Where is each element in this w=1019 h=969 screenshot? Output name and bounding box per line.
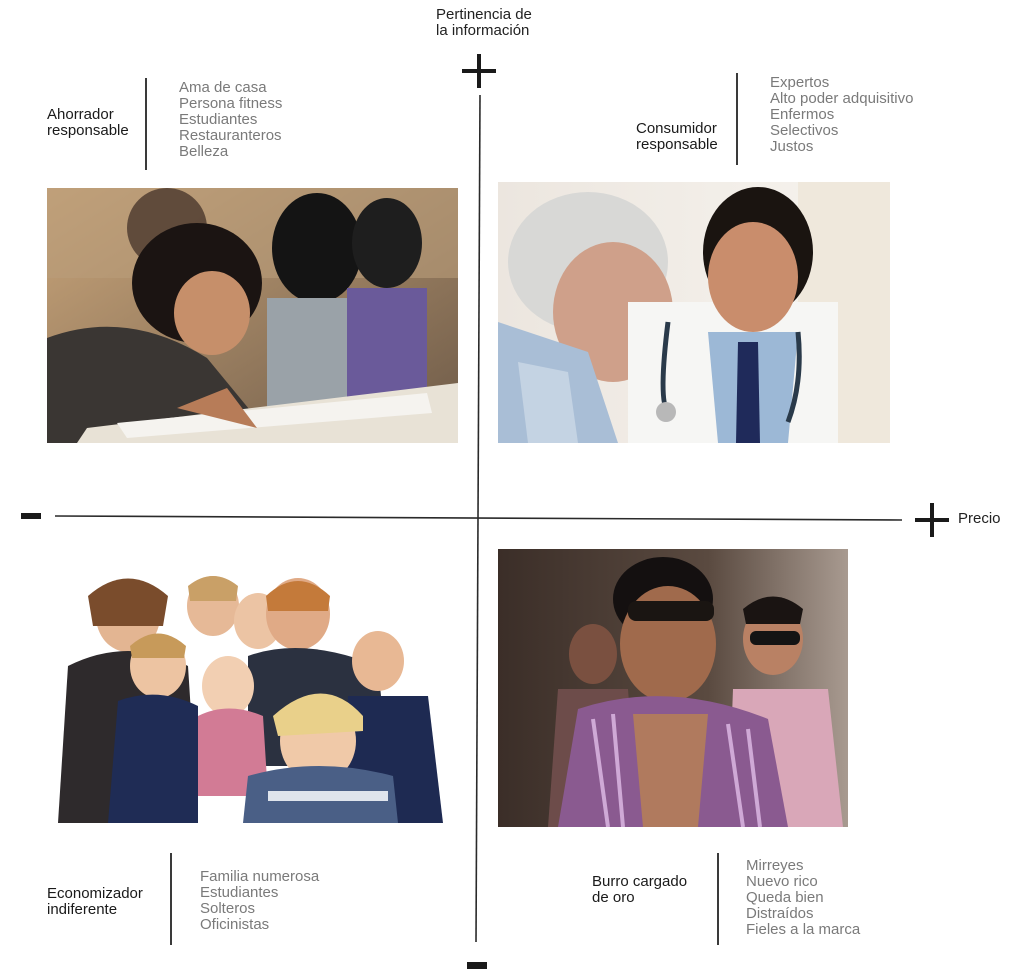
list-item: Distraídos	[746, 905, 814, 922]
segment-list-top-left: Ama de casa Persona fitness Estudiantes …	[179, 80, 282, 160]
y-axis-minus-icon	[467, 962, 487, 969]
list-item: Solteros	[200, 900, 256, 917]
list-item: Restauranteros	[179, 127, 282, 144]
list-item: Enfermos	[770, 106, 835, 123]
list-item: Estudiantes	[200, 884, 279, 901]
list-item: Oficinistas	[200, 916, 270, 933]
segment-title-bottom-left: Economizador indiferente	[47, 886, 143, 918]
list-item: Expertos	[770, 74, 830, 91]
segment-title-top-left: Ahorrador responsable	[47, 107, 129, 139]
list-item: Queda bien	[746, 889, 824, 906]
segment-divider	[736, 73, 738, 165]
x-axis-minus-icon	[21, 513, 41, 519]
y-axis-title-line1: Pertinencia de	[436, 6, 532, 23]
y-axis-plus-icon	[462, 54, 496, 88]
horizontal-axis	[54, 515, 903, 521]
list-item: Familia numerosa	[200, 868, 320, 885]
doctor-patient-photo	[498, 182, 890, 443]
list-item: Fieles a la marca	[746, 921, 861, 938]
segment-title-line1: Consumidor	[636, 120, 717, 137]
list-item: Estudiantes	[179, 111, 258, 128]
segment-title-bottom-right: Burro cargado de oro	[592, 874, 687, 906]
men-sunglasses-photo	[498, 549, 848, 827]
x-axis-plus-icon	[915, 503, 949, 537]
list-item: Alto poder adquisitivo	[770, 90, 914, 107]
segment-divider	[170, 853, 172, 945]
students-photo	[47, 188, 458, 443]
list-item: Nuevo rico	[746, 873, 818, 890]
list-item: Ama de casa	[179, 79, 267, 96]
segment-list-top-right: Expertos Alto poder adquisitivo Enfermos…	[770, 75, 913, 155]
segment-title-line2: indiferente	[47, 901, 118, 918]
segment-divider	[717, 853, 719, 945]
list-item: Justos	[770, 138, 814, 155]
segment-list-bottom-right: Mirreyes Nuevo rico Queda bien Distraído…	[746, 858, 860, 938]
large-family-photo	[48, 566, 457, 823]
segment-title-line1: Burro cargado	[592, 873, 688, 890]
list-item: Mirreyes	[746, 857, 804, 874]
segment-list-bottom-left: Familia numerosa Estudiantes Solteros Of…	[200, 869, 319, 933]
segment-title-line1: Ahorrador	[47, 106, 114, 123]
y-axis-title-line2: la información	[436, 22, 530, 39]
segment-title-line2: responsable	[47, 122, 129, 139]
list-item: Selectivos	[770, 122, 839, 139]
segment-title-line2: responsable	[636, 136, 718, 153]
segment-title-line1: Economizador	[47, 885, 143, 902]
y-axis-title: Pertinencia de la información	[436, 7, 532, 39]
list-item: Persona fitness	[179, 95, 283, 112]
x-axis-title: Precio	[958, 510, 1001, 527]
segment-title-top-right: Consumidor responsable	[636, 121, 718, 153]
segment-divider	[145, 78, 147, 170]
segment-title-line2: de oro	[592, 889, 635, 906]
list-item: Belleza	[179, 143, 229, 160]
